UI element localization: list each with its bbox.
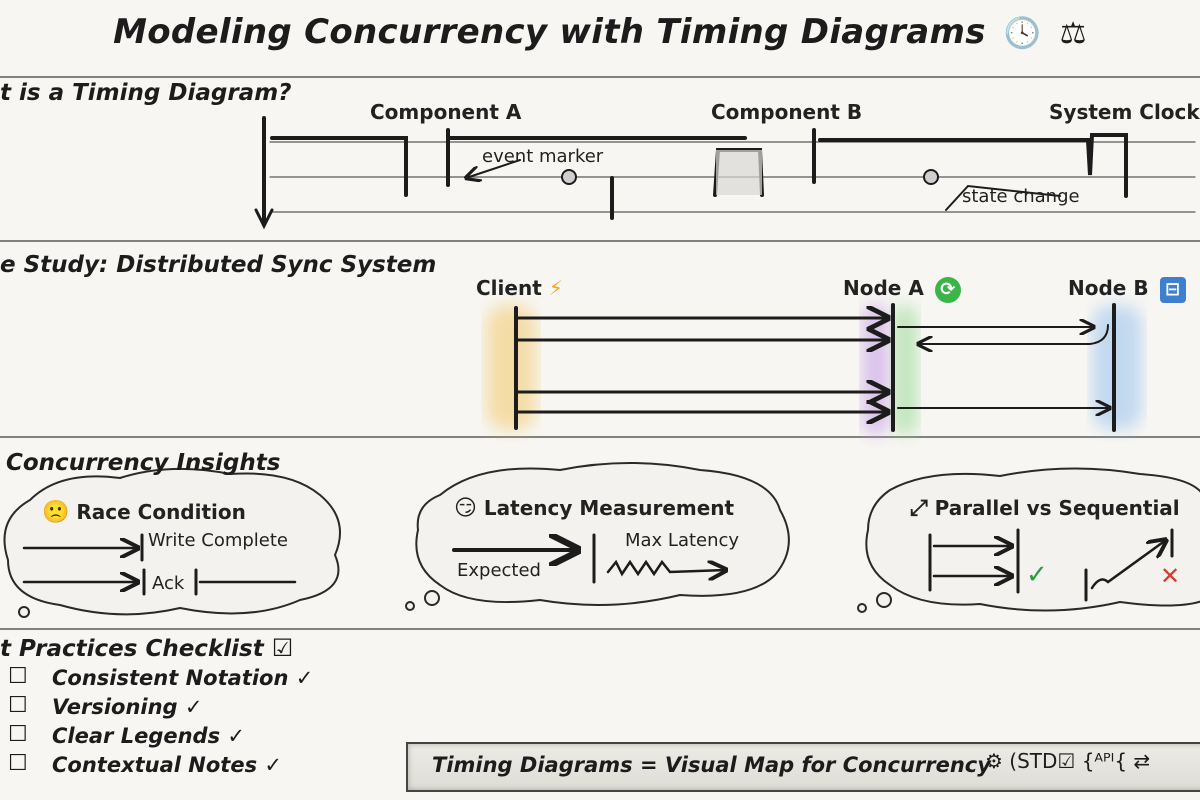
page-title: Modeling Concurrency with Timing Diagram… xyxy=(0,12,1200,52)
node-b-label: Node B ⊟ xyxy=(1068,276,1186,303)
expected-label: Expected xyxy=(457,560,541,581)
system-clock-signal xyxy=(818,133,1128,198)
summary-banner-text: Timing Diagrams = Visual Map for Concurr… xyxy=(432,753,991,777)
msg-node-b-node-a xyxy=(918,324,1109,344)
race-cloud xyxy=(3,467,341,616)
state-change-label: state change xyxy=(962,186,1080,207)
cross-icon: ✕ xyxy=(1160,562,1181,590)
node-b-label-text: Node B xyxy=(1068,276,1149,300)
divider-top xyxy=(0,76,1200,78)
component-a-signal xyxy=(270,136,408,197)
section-case-study-title: e Study: Distributed Sync System xyxy=(0,252,437,278)
parallel-title: ⤢ Parallel vs Sequential xyxy=(910,496,1180,521)
event-dot-1 xyxy=(561,169,577,185)
node-b-glow xyxy=(1092,305,1142,430)
latency-cloud xyxy=(415,462,790,606)
write-complete-label: Write Complete xyxy=(148,530,288,551)
client-label-text: Client xyxy=(476,276,542,300)
time-axis-arrow xyxy=(254,208,274,230)
component-a-label: Component A xyxy=(370,100,522,124)
checklist-title-text: t Practices Checklist xyxy=(0,636,264,662)
divider-3 xyxy=(0,628,1200,630)
checkbox-icon[interactable]: ☐ xyxy=(8,693,28,718)
section-timing-title: t is a Timing Diagram? xyxy=(0,80,292,106)
clock-icon: 🕓 xyxy=(1003,16,1042,51)
event-marker-arrow xyxy=(466,159,521,178)
state-change-pointer xyxy=(945,184,1061,211)
divider-2 xyxy=(0,436,1200,438)
checkbox-icon[interactable]: ☐ xyxy=(8,751,28,776)
client-glow xyxy=(486,305,536,430)
checkbox-checked-icon: ☑ xyxy=(271,634,294,662)
page-title-text: Modeling Concurrency with Timing Diagram… xyxy=(113,12,986,52)
node-a-glow-green xyxy=(892,305,918,435)
node-a-label-text: Node A xyxy=(843,276,924,300)
event-dot-2 xyxy=(923,169,939,185)
server-icon: ⊟ xyxy=(1159,277,1186,303)
sequence-diagram xyxy=(486,303,1142,435)
client-label: Client ⚡ xyxy=(476,276,563,300)
checklist-item-label: Versioning ✓ xyxy=(52,695,203,719)
divider-1 xyxy=(0,240,1200,242)
sync-icon: ⟳ xyxy=(934,277,961,303)
ack-label: Ack xyxy=(152,573,185,594)
checkbox-icon[interactable]: ☐ xyxy=(8,722,28,747)
latency-title-text: Latency Measurement xyxy=(483,496,735,520)
section-checklist-title: t Practices Checklist ☑ xyxy=(0,634,293,662)
component-b-label: Component B xyxy=(711,100,863,124)
check-icon: ✓ xyxy=(1026,560,1048,590)
checklist-item-label: Clear Legends ✓ xyxy=(52,724,245,748)
section-insights-title: Concurrency Insights xyxy=(6,450,281,476)
latency-title: 😏 Latency Measurement xyxy=(454,496,734,521)
parallel-sequential-sketch xyxy=(928,528,1174,602)
worried-face-icon: 🙁 xyxy=(42,500,70,525)
summary-banner xyxy=(406,742,1200,792)
latency-sketch xyxy=(452,533,726,584)
compass-icon: ⚖ xyxy=(1059,16,1087,51)
max-latency-label: Max Latency xyxy=(625,530,740,551)
node-a-label: Node A ⟳ xyxy=(843,276,961,303)
lightning-icon: ⚡ xyxy=(548,276,563,300)
race-condition-title: 🙁 Race Condition xyxy=(42,500,246,525)
tool-icons: ⚙ (STD☑ {ᴬᴾᴵ{ ⇄ xyxy=(985,749,1151,773)
timing-diagram xyxy=(254,116,1196,230)
checklist-item-label: Consistent Notation ✓ xyxy=(52,666,314,690)
race-condition-title-text: Race Condition xyxy=(76,500,246,524)
smirk-face-icon: 😏 xyxy=(454,496,477,521)
event-marker-label: event marker xyxy=(482,146,604,167)
diagonal-arrows-icon: ⤢ xyxy=(910,496,928,521)
race-condition-sketch xyxy=(22,533,297,596)
checklist-item-label: Contextual Notes ✓ xyxy=(52,753,282,777)
parallel-title-text: Parallel vs Sequential xyxy=(934,496,1180,520)
checkbox-icon[interactable]: ☐ xyxy=(8,664,28,689)
system-clock-label: System Clock xyxy=(1049,100,1200,124)
node-a-glow-purple xyxy=(862,305,890,435)
